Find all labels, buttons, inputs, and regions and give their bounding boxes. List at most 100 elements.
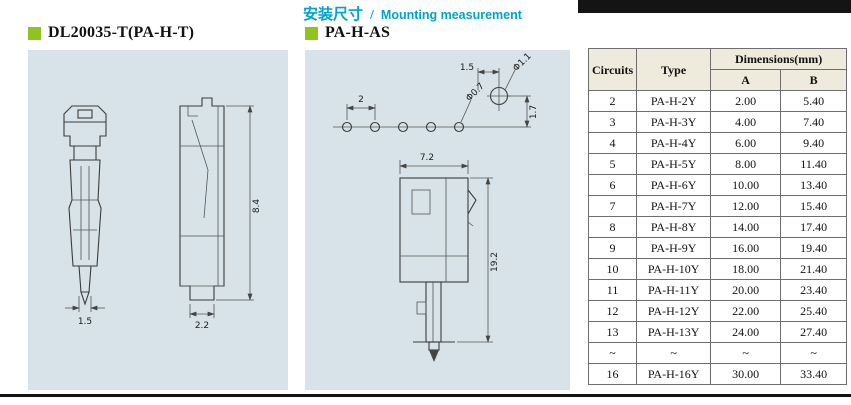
cell-dim-b: 21.40 — [780, 258, 848, 280]
cell-circuits: 3 — [587, 111, 638, 133]
header-circuits: Circuits — [587, 48, 638, 91]
header-dim-a: A — [710, 69, 782, 91]
dim-mount-height: 19.2 — [490, 252, 500, 272]
green-square-icon — [305, 26, 318, 40]
section-title-terminal: DL20035-T(PA-H-T) — [28, 24, 194, 42]
spec-table-body: 2 PA-H-2Y 2.00 5.40 3 PA-H-3Y 4.00 7.40 … — [587, 90, 848, 385]
cell-dim-a: 8.00 — [710, 153, 782, 175]
cell-circuits: ~ — [587, 342, 638, 364]
table-row: 5 PA-H-5Y 8.00 11.40 — [587, 153, 848, 175]
dim-body-width: 7.2 — [420, 153, 434, 163]
cell-dim-a: 6.00 — [710, 132, 782, 154]
cell-type: PA-H-10Y — [636, 258, 712, 280]
dim-pin-hole-diameter: Φ0.7 — [464, 81, 486, 103]
page-title-separator: / — [370, 8, 374, 23]
table-row: 9 PA-H-9Y 16.00 19.40 — [587, 237, 848, 259]
terminal-drawing-panel: 1.5 8.4 2.2 — [28, 50, 288, 390]
cell-type: PA-H-4Y — [636, 132, 712, 154]
header-type: Type — [636, 48, 712, 91]
cell-circuits: 13 — [587, 321, 638, 343]
cell-dim-a: 20.00 — [710, 279, 782, 301]
table-row: 3 PA-H-3Y 4.00 7.40 — [587, 111, 848, 133]
table-row: 4 PA-H-4Y 6.00 9.40 — [587, 132, 848, 154]
housing-part-number: PA-H-AS — [325, 24, 391, 41]
cell-circuits: 16 — [587, 363, 638, 385]
hole-pattern-drawing: 2 1.5 Φ1.1 Φ0.7 1.7 — [333, 51, 539, 133]
cell-dim-a: 12.00 — [710, 195, 782, 217]
dim-terminal-width: 1.5 — [78, 317, 92, 327]
dim-row-spacing: 1.7 — [529, 105, 539, 119]
cell-circuits: 9 — [587, 237, 638, 259]
cell-dim-a: 14.00 — [710, 216, 782, 238]
cell-dim-a: 2.00 — [710, 90, 782, 112]
cell-type: PA-H-16Y — [636, 363, 712, 385]
cell-circuits: 11 — [587, 279, 638, 301]
header-dimensions: Dimensions(mm) — [710, 48, 848, 70]
table-row: 7 PA-H-7Y 12.00 15.40 — [587, 195, 848, 217]
cell-type: ~ — [636, 342, 712, 364]
cell-dim-a: 4.00 — [710, 111, 782, 133]
cell-dim-b: ~ — [780, 342, 848, 364]
cell-circuits: 12 — [587, 300, 638, 322]
table-row: 12 PA-H-12Y 22.00 25.40 — [587, 300, 848, 322]
table-row: 13 PA-H-13Y 24.00 27.40 — [587, 321, 848, 343]
section-title-housing: PA-H-AS — [305, 24, 390, 42]
cell-dim-a: 10.00 — [710, 174, 782, 196]
cell-dim-a: 18.00 — [710, 258, 782, 280]
terminal-side-view: 8.4 2.2 — [179, 97, 262, 331]
cell-type: PA-H-12Y — [636, 300, 712, 322]
table-row: 8 PA-H-8Y 14.00 17.40 — [587, 216, 848, 238]
table-row: 6 PA-H-6Y 10.00 13.40 — [587, 174, 848, 196]
cell-dim-a: 30.00 — [710, 363, 782, 385]
dimensions-table-header: Circuits Type Dimensions(mm) A B — [587, 48, 848, 91]
cell-dim-b: 17.40 — [780, 216, 848, 238]
mounting-drawing: 2 1.5 Φ1.1 Φ0.7 1.7 — [333, 51, 539, 362]
table-row: 11 PA-H-11Y 20.00 23.40 — [587, 279, 848, 301]
page-title-zh: 安装尺寸 — [303, 6, 364, 23]
dim-hole-diameter: Φ1.1 — [511, 51, 533, 73]
cell-type: PA-H-7Y — [636, 195, 712, 217]
cell-dim-b: 7.40 — [780, 111, 848, 133]
dim-hole-offset: 1.5 — [460, 63, 474, 73]
cell-dim-b: 23.40 — [780, 279, 848, 301]
page-title-en: Mounting measurement — [380, 8, 522, 22]
page-title: 安装尺寸 / Mounting measurement — [303, 3, 522, 24]
cell-circuits: 5 — [587, 153, 638, 175]
cell-dim-a: 24.00 — [710, 321, 782, 343]
dim-terminal-height: 8.4 — [252, 199, 262, 214]
cell-dim-b: 15.40 — [780, 195, 848, 217]
dimensions-table: Circuits Type Dimensions(mm) A B 2 PA-H-… — [587, 48, 848, 385]
cell-type: PA-H-5Y — [636, 153, 712, 175]
cell-circuits: 6 — [587, 174, 638, 196]
cell-type: PA-H-9Y — [636, 237, 712, 259]
terminal-front-view: 1.5 — [63, 105, 107, 327]
cell-circuits: 4 — [587, 132, 638, 154]
terminal-drawing: 1.5 8.4 2.2 — [63, 97, 262, 331]
cell-circuits: 10 — [587, 258, 638, 280]
cell-dim-a: 16.00 — [710, 237, 782, 259]
cell-dim-b: 13.40 — [780, 174, 848, 196]
cell-type: PA-H-11Y — [636, 279, 712, 301]
cell-circuits: 8 — [587, 216, 638, 238]
terminal-part-number: DL20035-T(PA-H-T) — [48, 24, 195, 41]
cell-type: PA-H-13Y — [636, 321, 712, 343]
mounting-drawing-panel: 2 1.5 Φ1.1 Φ0.7 1.7 — [305, 50, 570, 390]
cell-dim-b: 33.40 — [780, 363, 848, 385]
cell-dim-b: 19.40 — [780, 237, 848, 259]
bottom-divider-line — [0, 394, 851, 397]
cell-dim-b: 5.40 — [780, 90, 848, 112]
table-row: 10 PA-H-10Y 18.00 21.40 — [587, 258, 848, 280]
cell-dim-b: 25.40 — [780, 300, 848, 322]
connector-side-view: 7.2 19.2 — [399, 153, 500, 362]
cell-dim-a: ~ — [710, 342, 782, 364]
cell-type: PA-H-6Y — [636, 174, 712, 196]
cell-dim-b: 9.40 — [780, 132, 848, 154]
table-row: 2 PA-H-2Y 2.00 5.40 — [587, 90, 848, 112]
table-row: ~ ~ ~ ~ — [587, 342, 848, 364]
cell-type: PA-H-8Y — [636, 216, 712, 238]
table-row: 16 PA-H-16Y 30.00 33.40 — [587, 363, 848, 385]
cell-dim-a: 22.00 — [710, 300, 782, 322]
cell-circuits: 2 — [587, 90, 638, 112]
dim-pitch: 2 — [358, 95, 364, 105]
